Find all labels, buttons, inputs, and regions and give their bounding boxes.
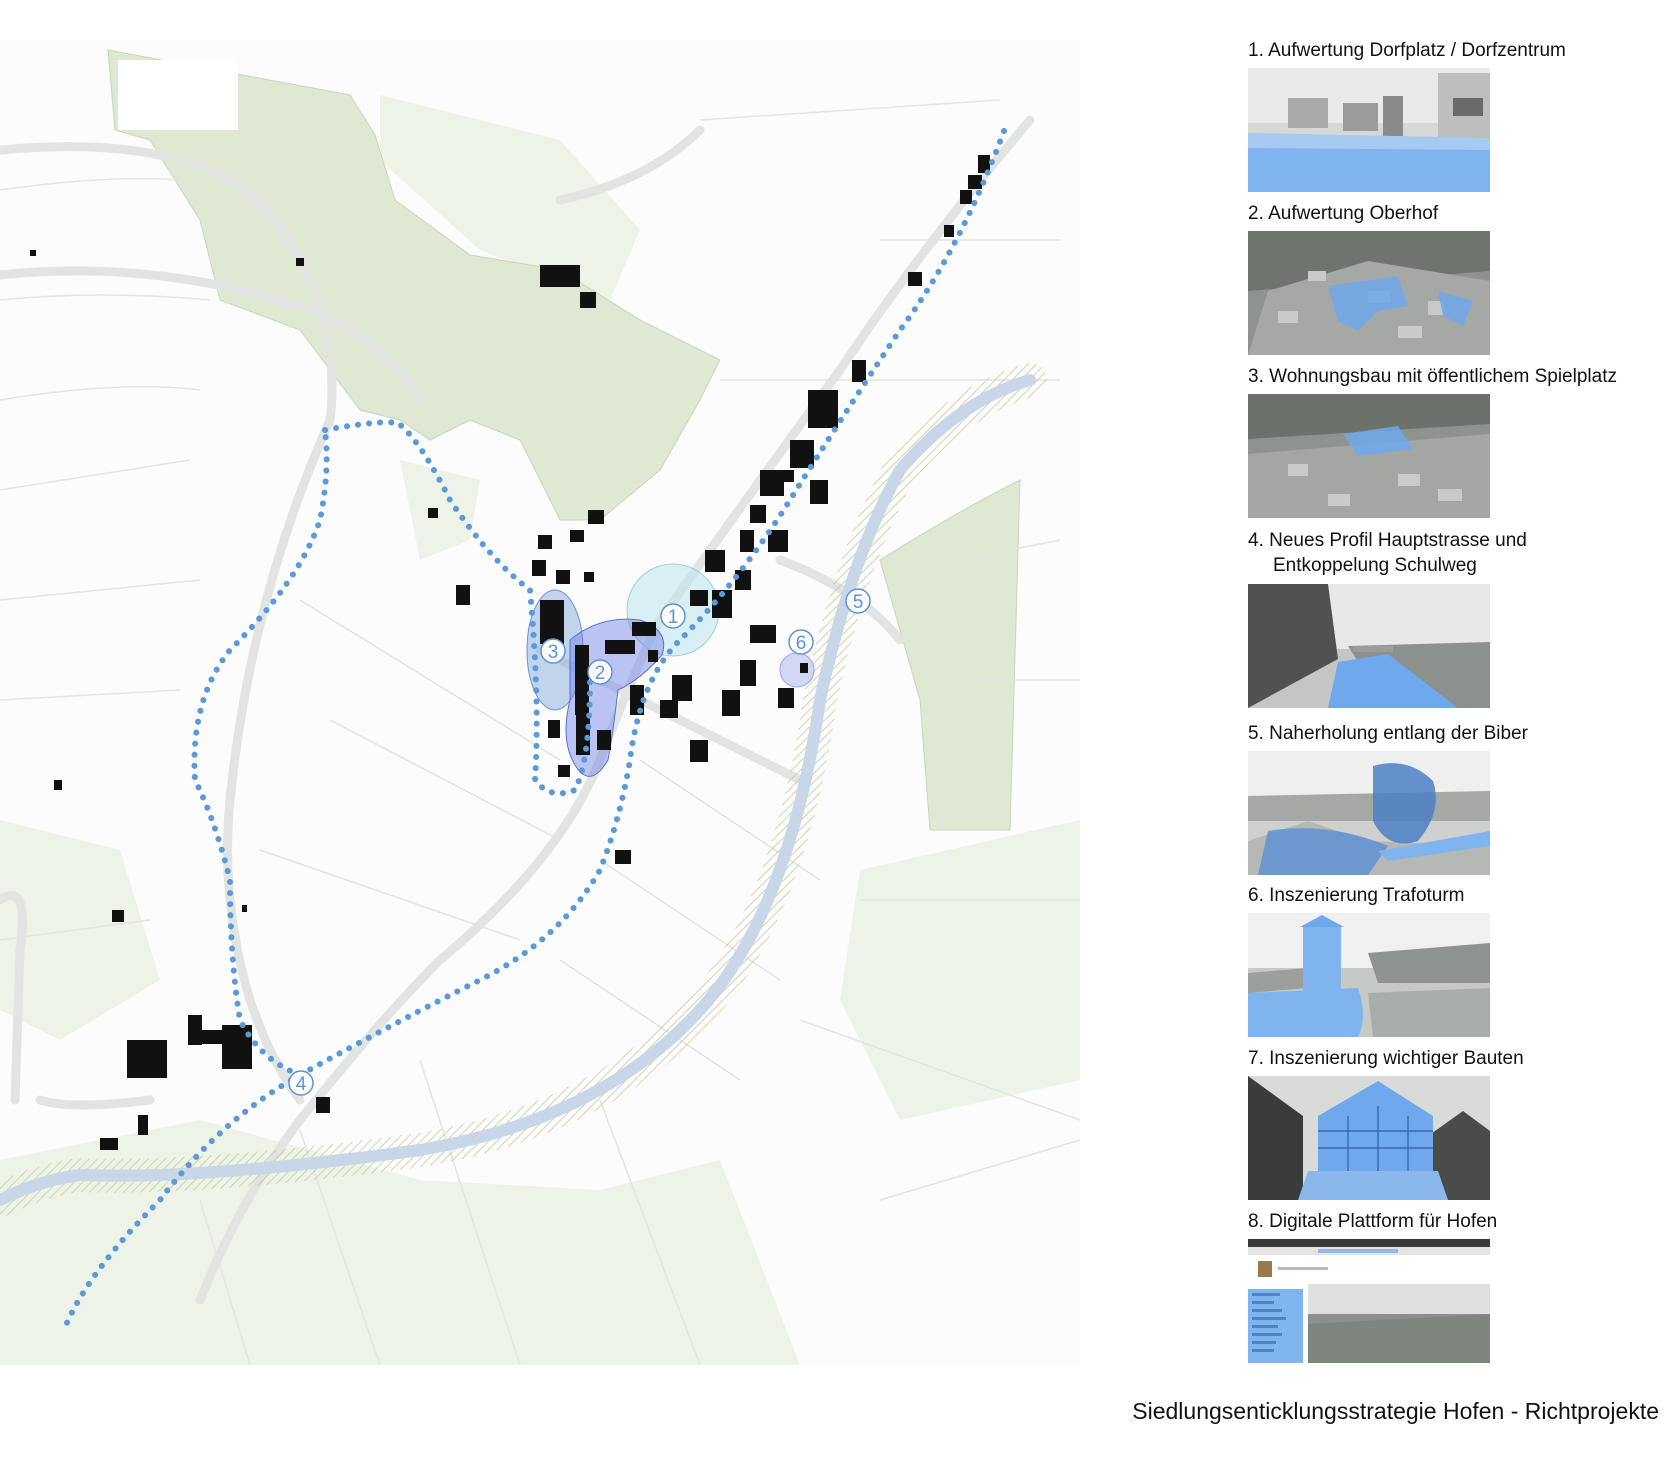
page-title: Siedlungsenticklungsstrategie Hofen - Ri…: [1132, 1398, 1659, 1424]
river-biber: [0, 363, 1047, 1217]
project-title: Digitale Plattform für Hofen: [1269, 1211, 1498, 1232]
project-title: Neues Profil Hauptstrasse und: [1269, 530, 1527, 551]
project-1-label: 1. Aufwertung Dorfplatz / Dorfzentrum: [1248, 38, 1566, 63]
project-2-image[interactable]: [1248, 231, 1490, 355]
project-1-image[interactable]: [1248, 68, 1490, 192]
svg-text:2: 2: [595, 663, 606, 684]
forest-area: [107, 49, 721, 521]
project-title: Inszenierung wichtiger Bauten: [1269, 1048, 1524, 1069]
project-8-image[interactable]: [1248, 1239, 1490, 1363]
project-4-label: 4. Neues Profil Hauptstrasse und Entkopp…: [1248, 528, 1527, 578]
project-7-image[interactable]: [1248, 1076, 1490, 1200]
project-5-label: 5. Naherholung entlang der Biber: [1248, 721, 1528, 746]
project-6-label: 6. Inszenierung Trafoturm: [1248, 883, 1465, 908]
buildings: [30, 155, 990, 1150]
project-number: 1.: [1248, 40, 1264, 61]
site-plan-map: 1 2 3 4 5 6: [0, 49, 1080, 1365]
project-title: Naherholung entlang der Biber: [1269, 723, 1528, 744]
svg-text:1: 1: [668, 607, 679, 628]
project-number: 8.: [1248, 1211, 1264, 1232]
marker-1[interactable]: 1: [660, 603, 686, 629]
zone-6: [779, 652, 815, 688]
project-number: 6.: [1248, 885, 1264, 906]
project-7-label: 7. Inszenierung wichtiger Bauten: [1248, 1046, 1524, 1071]
project-number: 5.: [1248, 723, 1264, 744]
project-3-image[interactable]: [1248, 394, 1490, 518]
project-number: 7.: [1248, 1048, 1264, 1069]
project-3-label: 3. Wohnungsbau mit öffentlichem Spielpla…: [1248, 364, 1617, 389]
marker-5[interactable]: 5: [845, 588, 871, 614]
marker-3[interactable]: 3: [540, 638, 566, 664]
walking-paths: [63, 128, 1007, 1328]
forest-east: [879, 479, 1021, 831]
project-5-image[interactable]: [1248, 751, 1490, 875]
marker-6[interactable]: 6: [788, 629, 814, 655]
zone-2: [565, 618, 665, 777]
project-8-label: 8. Digitale Plattform für Hofen: [1248, 1209, 1497, 1234]
project-4-image[interactable]: [1248, 584, 1490, 708]
forest-clearing: [118, 60, 238, 130]
project-title: Aufwertung Dorfplatz / Dorfzentrum: [1268, 40, 1566, 61]
project-6-image[interactable]: [1248, 913, 1490, 1037]
marker-4[interactable]: 4: [288, 1070, 314, 1096]
project-title: Inszenierung Trafoturm: [1269, 885, 1465, 906]
project-title: Aufwertung Oberhof: [1268, 203, 1439, 224]
project-title: Wohnungsbau mit öffentlichem Spielplatz: [1269, 366, 1617, 387]
svg-text:4: 4: [296, 1074, 307, 1095]
svg-text:5: 5: [853, 592, 864, 613]
svg-text:6: 6: [796, 633, 807, 654]
project-number: 4.: [1248, 530, 1264, 551]
marker-2[interactable]: 2: [587, 659, 613, 685]
project-2-label: 2. Aufwertung Oberhof: [1248, 201, 1438, 226]
project-title-line2: Entkoppelung Schulweg: [1273, 555, 1477, 576]
project-number: 3.: [1248, 366, 1264, 387]
project-number: 2.: [1248, 203, 1264, 224]
svg-text:3: 3: [548, 642, 559, 663]
